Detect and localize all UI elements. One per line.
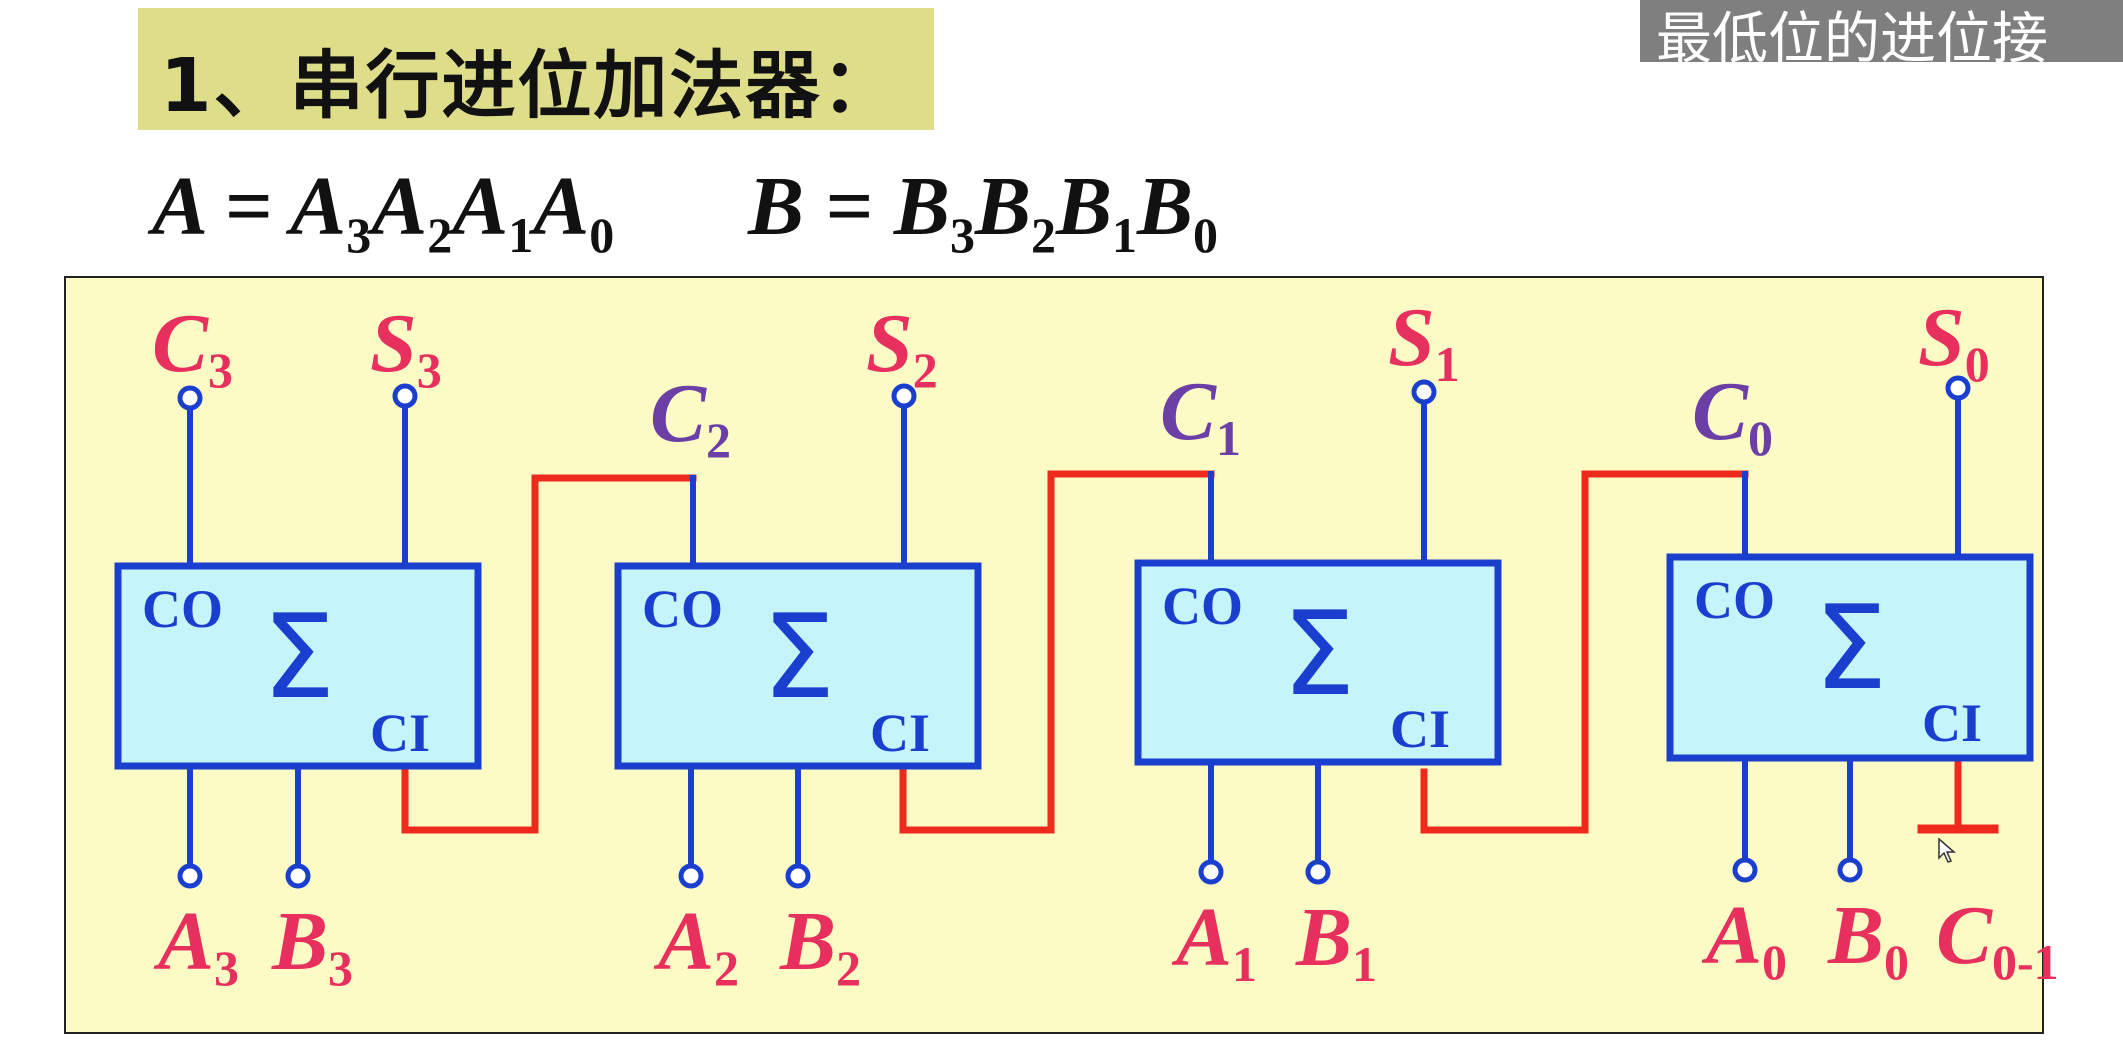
terminal-a2 (678, 863, 704, 889)
terminal-s0 (1945, 375, 1971, 401)
formula-a-eq: = (203, 160, 291, 253)
adder-co-label: CO (1694, 570, 1775, 630)
label-c3: C3 (152, 297, 234, 398)
subtitle-text: 最低位的进位接 (1656, 7, 2048, 62)
formula-b-sub: 0 (1193, 207, 1219, 263)
label-a1: A1 (1176, 891, 1258, 992)
adder-box-1 (1134, 559, 1502, 766)
adder-ci-label: CI (370, 703, 431, 763)
label-s1: S1 (1388, 291, 1460, 392)
sigma-icon: Σ (1282, 587, 1356, 722)
adder-co-label: CO (642, 579, 723, 639)
formula-b-bit: B (1055, 160, 1112, 253)
label-b3: B3 (272, 895, 354, 996)
adder-box-3 (114, 562, 482, 770)
formula-b-sub: 3 (949, 207, 975, 263)
formula-a-sub: 0 (589, 207, 615, 263)
adder-ci-label: CI (1390, 699, 1451, 759)
formula-b-bit: B (893, 160, 950, 253)
mouse-pointer-icon (1938, 838, 1956, 863)
carry-wire-0-1 (1420, 470, 1749, 834)
adder-ci-label: CI (870, 703, 931, 763)
adder-ci-label: CI (1922, 693, 1983, 753)
label-a0: A0 (1706, 889, 1788, 990)
title-banner: 1、串行进位加法器： (138, 8, 934, 130)
formula-a-sub: 3 (346, 207, 372, 263)
label-c0: C0 (1692, 365, 1774, 466)
formula-b-sub: 2 (1030, 207, 1056, 263)
formula-a-bit: A (533, 160, 590, 253)
terminal-b3 (285, 863, 311, 889)
adder-box-0 (1666, 553, 2034, 762)
label-c2: C2 (650, 367, 732, 468)
adder-co-label: CO (142, 579, 223, 639)
terminal-c3 (177, 385, 203, 411)
sigma-icon: Σ (1814, 581, 1888, 716)
terminal-a0 (1732, 857, 1758, 883)
formula-a-sub: 2 (427, 207, 453, 263)
label-a2: A2 (658, 895, 740, 996)
formula-b-sub: 1 (1112, 207, 1137, 263)
formula-a-name: A (152, 160, 204, 253)
formula-b-name: B (748, 160, 805, 253)
subtitle-caption: 最低位的进位接 (1640, 0, 2123, 62)
formula-b-eq: = (804, 160, 894, 253)
formula-b-bit: B (974, 160, 1031, 253)
sigma-icon: Σ (262, 590, 336, 725)
label-c1: C1 (1160, 365, 1242, 466)
formula-a-bit: A (290, 160, 347, 253)
terminal-b0 (1837, 857, 1863, 883)
slide-title: 1、串行进位加法器： (160, 43, 898, 129)
adder-box-2 (614, 562, 982, 770)
formula-b: B = B3B2B1B0 (748, 158, 1218, 264)
label-b0: B0 (1828, 889, 1910, 990)
label-a3: A3 (158, 895, 240, 996)
label-carry-in: C0-1 (1936, 889, 2059, 990)
terminal-a1 (1198, 859, 1224, 885)
label-s0: S0 (1918, 291, 1990, 392)
formula-a-bit: A (452, 160, 509, 253)
label-b2: B2 (780, 895, 862, 996)
carry-wire-2-3 (401, 474, 697, 834)
label-b1: B1 (1296, 891, 1378, 992)
label-s2: S2 (866, 297, 938, 398)
sigma-icon: Σ (762, 590, 836, 725)
label-s3: S3 (370, 297, 442, 398)
terminal-s2 (891, 383, 917, 409)
formula-a: A = A3A2A1A0 (152, 158, 614, 264)
terminal-b1 (1305, 859, 1331, 885)
terminal-a3 (177, 863, 203, 889)
terminal-s3 (392, 383, 418, 409)
formula-b-bit: B (1137, 160, 1194, 253)
carry-wire-1-2 (899, 470, 1215, 834)
adder-co-label: CO (1162, 576, 1243, 636)
terminal-b2 (785, 863, 811, 889)
formula-a-sub: 1 (508, 207, 534, 263)
terminal-s1 (1411, 379, 1437, 405)
formula-a-bit: A (371, 160, 428, 253)
